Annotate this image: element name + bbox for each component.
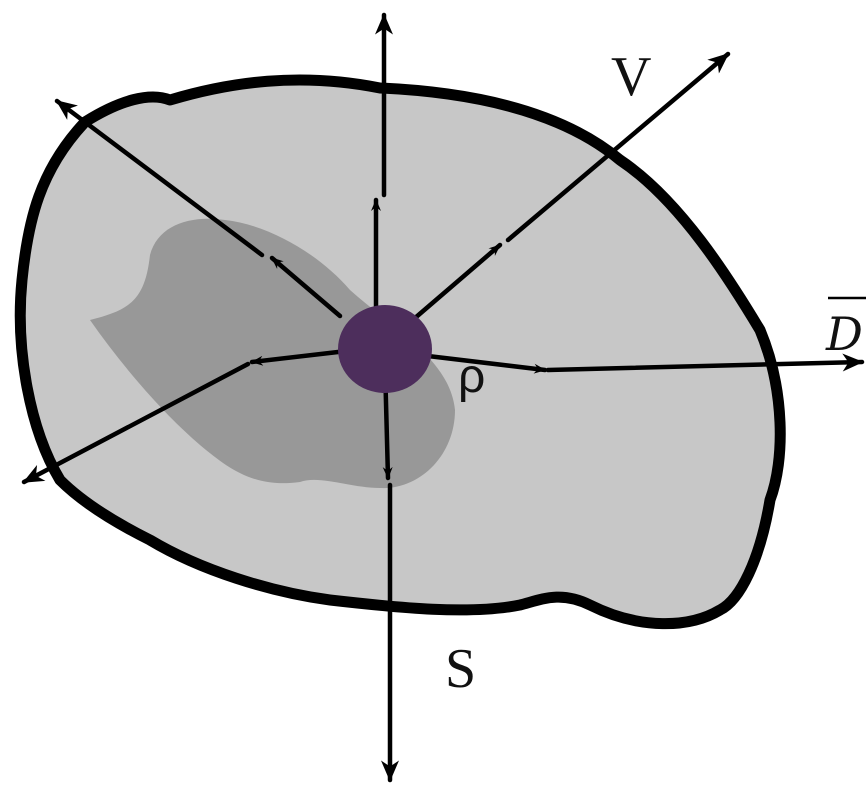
label-d: D bbox=[825, 307, 863, 361]
source-dot bbox=[338, 305, 432, 393]
label-v: V bbox=[611, 46, 651, 108]
label-rho: ρ bbox=[458, 350, 485, 403]
label-d-group: D bbox=[825, 298, 866, 361]
label-s: S bbox=[445, 638, 476, 700]
